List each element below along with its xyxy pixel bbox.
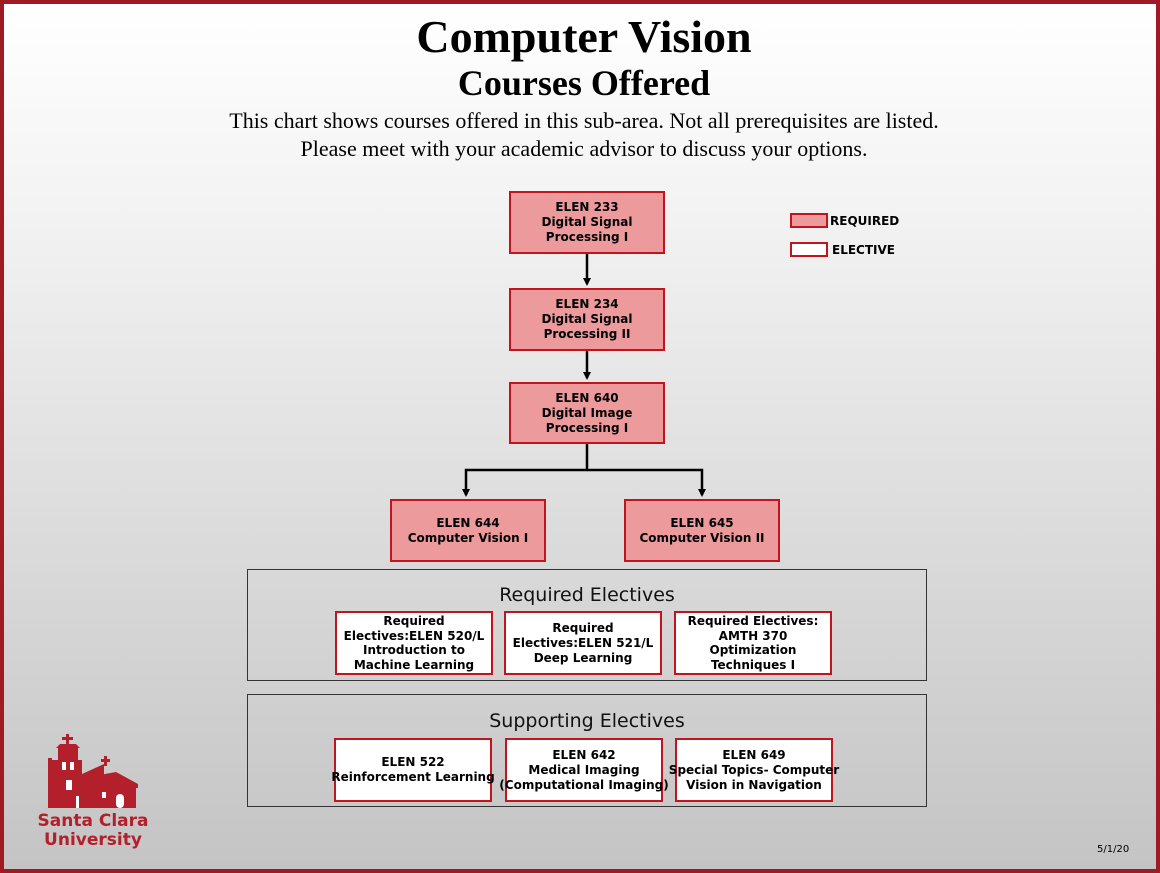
legend-required-label: REQUIRED [830, 214, 900, 228]
prerequisite-arrows [462, 254, 706, 497]
course-elen-640: ELEN 640 Digital Image Processing I [509, 382, 665, 444]
course-title: Processing I [545, 230, 629, 244]
course-text: Special Topics- Computer [668, 762, 840, 777]
course-text: Introduction to [363, 643, 465, 657]
connector-640-branch [462, 444, 589, 497]
course-text: ELEN 522 [381, 755, 445, 769]
course-code: ELEN 233 [555, 200, 619, 214]
course-title: Computer Vision II [639, 530, 765, 545]
legend-elective-swatch [790, 242, 828, 257]
course-text: ELEN 649 [722, 747, 786, 762]
course-title: Processing II [543, 327, 631, 341]
course-text: Required Electives: [687, 614, 819, 628]
supporting-electives-title: Supporting Electives [489, 710, 685, 732]
required-electives-group: Required Electives [247, 569, 927, 681]
course-text: (Computational Imaging) [499, 777, 669, 792]
course-text: Electives:ELEN 521/L [512, 635, 654, 650]
course-text: Vision in Navigation [686, 777, 822, 792]
course-title: Digital Image [541, 405, 633, 420]
course-text: Deep Learning [533, 650, 633, 665]
course-elen-645: ELEN 645 Computer Vision II [624, 499, 780, 562]
course-text: Machine Learning [353, 657, 475, 672]
course-text: ELEN 642 [552, 747, 616, 762]
description-line-1: This chart shows courses offered in this… [229, 108, 939, 133]
university-wordmark: Santa Clara University [28, 812, 158, 850]
description-line-2: Please meet with your academic advisor t… [300, 136, 868, 161]
course-title: Computer Vision I [407, 530, 529, 545]
course-elen-520: Required Electives:ELEN 520/L Introducti… [335, 611, 493, 675]
course-elen-644: ELEN 644 Computer Vision I [390, 499, 546, 562]
wordmark-line-2: University [44, 830, 142, 850]
course-elen-234: ELEN 234 Digital Signal Processing II [509, 288, 665, 351]
course-text: Electives:ELEN 520/L [343, 628, 485, 643]
connector-640-branch-right [587, 468, 706, 497]
course-title: Digital Signal [541, 215, 633, 229]
course-title: Processing I [545, 420, 629, 435]
page-subtitle: Courses Offered [457, 63, 711, 103]
legend-required-swatch [790, 213, 828, 228]
course-text: Required [552, 620, 614, 635]
page-title: Computer Vision [416, 11, 752, 62]
course-text: Medical Imaging [528, 762, 640, 777]
course-elen-233: ELEN 233 Digital Signal Processing I [509, 191, 665, 254]
supporting-electives-group: Supporting Electives [247, 694, 927, 807]
course-code: ELEN 645 [670, 515, 734, 530]
course-text: Optimization [709, 643, 797, 657]
legend-elective-label: ELECTIVE [832, 243, 895, 257]
required-electives-title: Required Electives [499, 584, 675, 606]
course-elen-642: ELEN 642 Medical Imaging (Computational … [499, 738, 669, 802]
course-amth-370: Required Electives: AMTH 370 Optimizatio… [674, 611, 832, 675]
course-text: Techniques I [710, 657, 796, 672]
course-elen-649: ELEN 649 Special Topics- Computer Vision… [669, 738, 839, 802]
course-code: ELEN 640 [555, 390, 619, 405]
course-code: ELEN 644 [436, 515, 500, 530]
course-text: Required [383, 614, 445, 628]
course-text: Reinforcement Learning [331, 770, 495, 784]
course-code: ELEN 234 [555, 297, 619, 311]
mission-logo-icon [48, 734, 138, 808]
course-elen-522: ELEN 522 Reinforcement Learning [331, 738, 495, 802]
wordmark-line-1: Santa Clara [37, 811, 149, 831]
course-title: Digital Signal [541, 312, 633, 326]
course-text: AMTH 370 [718, 628, 788, 643]
course-elen-521: Required Electives:ELEN 521/L Deep Learn… [504, 611, 662, 675]
revision-date: 5/1/20 [1097, 844, 1130, 855]
